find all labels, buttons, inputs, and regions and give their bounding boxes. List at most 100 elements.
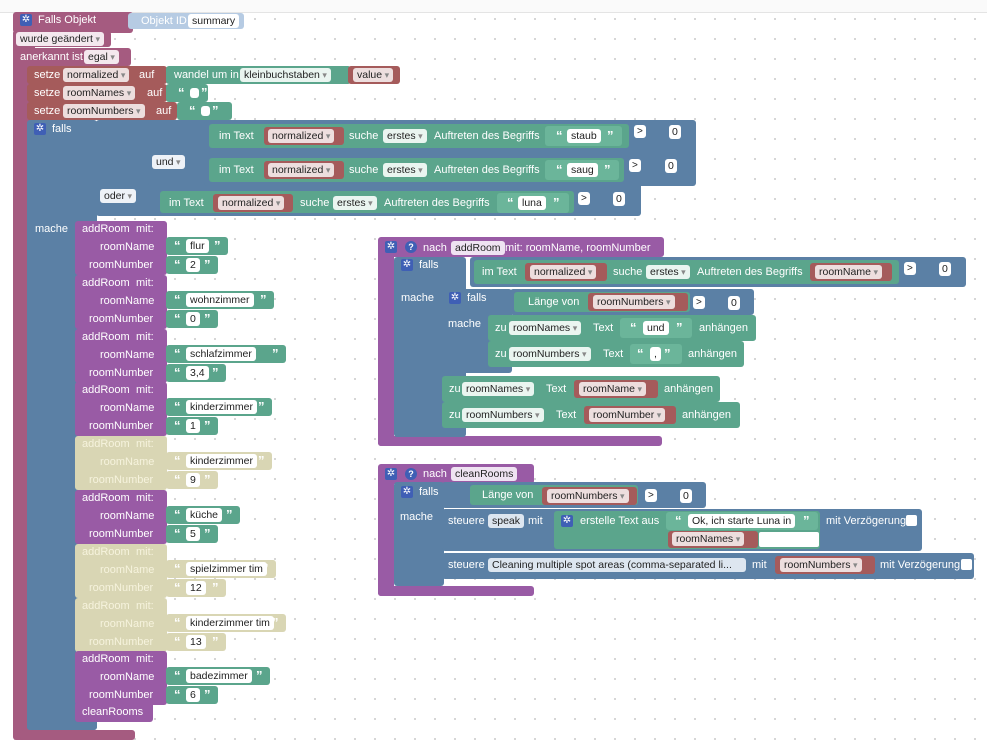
setze-label: setze xyxy=(34,105,61,117)
mit-label: mit xyxy=(528,515,543,527)
room-number-text[interactable]: 5 xyxy=(186,527,200,541)
gear-icon[interactable]: ✲ xyxy=(20,14,32,26)
suche-label: suche xyxy=(349,130,379,142)
cleaning-state-field[interactable]: Cleaning multiple spot areas (comma-sepa… xyxy=(488,558,746,572)
room-number-text[interactable]: 9 xyxy=(186,473,200,488)
room-number-text[interactable]: 2 xyxy=(186,258,200,272)
text-saug[interactable]: saug xyxy=(567,163,598,177)
mache-label: mache xyxy=(448,318,482,330)
room-name-text[interactable]: flur xyxy=(186,239,209,253)
room-name-text[interactable]: spielzimmer tim xyxy=(186,561,267,576)
room-number-text[interactable]: 13 xyxy=(186,634,206,649)
text-staub[interactable]: staub xyxy=(567,129,601,143)
roomnumbers-dropdown[interactable]: roomNumbers xyxy=(547,489,629,503)
nach-label: nach xyxy=(423,242,447,254)
normalized-dropdown[interactable]: normalized xyxy=(268,163,335,177)
delay-checkbox[interactable] xyxy=(961,559,972,570)
compare-op-dropdown[interactable]: > xyxy=(904,262,916,275)
objekt-id-value[interactable]: summary xyxy=(188,14,240,28)
roomnames-dropdown[interactable]: roomNames xyxy=(672,532,745,546)
room-name-text[interactable]: badezimmer xyxy=(186,669,252,684)
help-icon[interactable]: ? xyxy=(405,241,417,253)
room-name-text[interactable]: kinderzimmer xyxy=(186,400,258,415)
roomname-dropdown[interactable]: roomName xyxy=(579,382,646,396)
function-name-field[interactable]: cleanRooms xyxy=(451,467,518,481)
room-name-text[interactable]: wohnzimmer xyxy=(186,292,254,307)
roomnumber-param-label: roomNumber xyxy=(89,689,154,702)
room-name-text[interactable]: schlafzimmer xyxy=(186,346,256,361)
normalized-dropdown[interactable]: normalized xyxy=(530,265,597,279)
compare-op-dropdown[interactable]: > xyxy=(629,159,641,172)
erstelle-label: erstelle Text aus xyxy=(580,515,660,527)
num-zero[interactable]: 0 xyxy=(665,159,677,173)
text-ok-start[interactable]: Ok, ich starte Luna in xyxy=(688,514,796,528)
gear-icon[interactable]: ✲ xyxy=(385,468,397,480)
gear-icon[interactable]: ✲ xyxy=(385,241,397,253)
roomnumbers-dropdown[interactable]: roomNumbers xyxy=(509,347,591,361)
auf-label: auf xyxy=(156,105,172,117)
roomnames-dropdown[interactable]: roomNames xyxy=(509,321,582,335)
erstes-dropdown[interactable]: erstes xyxy=(646,265,690,279)
num-zero[interactable]: 0 xyxy=(669,125,681,139)
roomname-param-label: roomName xyxy=(100,402,155,415)
erstes-dropdown[interactable]: erstes xyxy=(383,129,427,143)
roomnumber-param-label: roomNumber xyxy=(89,420,154,433)
roomname-param-label: roomName xyxy=(100,456,155,469)
addroom-label: addRoom xyxy=(82,223,130,235)
roomnumber-param-label: roomNumber xyxy=(89,635,154,648)
roomnumbers-dropdown[interactable]: roomNumbers xyxy=(593,295,675,309)
gear-icon[interactable]: ✲ xyxy=(401,259,413,271)
compare-op-dropdown[interactable]: > xyxy=(578,192,590,205)
room-name-text[interactable]: kinderzimmer xyxy=(186,454,258,469)
room-number-text[interactable]: 3,4 xyxy=(186,365,209,380)
roomnames-var-dropdown[interactable]: roomNames xyxy=(63,86,136,100)
normalized-dropdown[interactable]: normalized xyxy=(218,196,285,210)
help-icon[interactable]: ? xyxy=(405,468,417,480)
erstes-dropdown[interactable]: erstes xyxy=(333,196,377,210)
room-number-text[interactable]: 0 xyxy=(186,311,200,326)
compare-op-dropdown[interactable]: > xyxy=(634,125,646,138)
gear-icon[interactable]: ✲ xyxy=(449,292,461,304)
roomnumbers-var-dropdown[interactable]: roomNumbers xyxy=(63,104,145,118)
gear-icon[interactable]: ✲ xyxy=(401,486,413,498)
num-zero[interactable]: 0 xyxy=(939,262,951,276)
auftreten-label: Auftreten des Begriffs xyxy=(434,164,540,176)
num-zero[interactable]: 0 xyxy=(728,296,740,310)
case-dropdown[interactable]: kleinbuchstaben xyxy=(240,68,331,82)
laenge-label: Länge von xyxy=(482,489,534,501)
oder-dropdown[interactable]: oder xyxy=(100,189,137,203)
speak-field[interactable]: speak xyxy=(488,514,525,528)
room-number-text[interactable]: 12 xyxy=(186,580,206,595)
roomnames-dropdown[interactable]: roomNames xyxy=(462,382,535,396)
roomname-param-label: roomName xyxy=(100,348,155,361)
room-number-text[interactable]: 6 xyxy=(186,688,200,703)
compare-op-dropdown[interactable]: > xyxy=(645,489,657,502)
compare-op-dropdown[interactable]: > xyxy=(693,296,705,309)
text-und[interactable]: und xyxy=(643,321,669,335)
roomnumbers-dropdown[interactable]: roomNumbers xyxy=(780,558,862,572)
normalized-var-dropdown[interactable]: normalized xyxy=(63,68,130,82)
anhaengen-label: anhängen xyxy=(682,409,731,421)
value-var-dropdown[interactable]: value xyxy=(353,68,394,82)
room-number-text[interactable]: 1 xyxy=(186,419,200,434)
delay-checkbox[interactable] xyxy=(906,515,917,526)
roomname-dropdown[interactable]: roomName xyxy=(815,265,882,279)
mit-label: mit: xyxy=(136,599,154,612)
und-dropdown[interactable]: und xyxy=(152,155,185,169)
anhaengen-label: anhängen xyxy=(664,383,713,395)
roomnumbers-dropdown[interactable]: roomNumbers xyxy=(462,408,544,422)
erstes-dropdown[interactable]: erstes xyxy=(383,163,427,177)
room-name-text[interactable]: kinderzimmer tim xyxy=(186,615,274,630)
roomnumber-dropdown[interactable]: roomNumber xyxy=(589,408,666,422)
normalized-dropdown[interactable]: normalized xyxy=(268,129,335,143)
text-luna[interactable]: luna xyxy=(518,196,546,210)
change-dropdown[interactable]: wurde geändert xyxy=(16,32,104,46)
num-zero[interactable]: 0 xyxy=(680,489,692,503)
text-comma[interactable]: , xyxy=(650,347,661,361)
anerkannt-dropdown[interactable]: egal xyxy=(84,50,119,64)
gear-icon[interactable]: ✲ xyxy=(561,515,573,527)
gear-icon[interactable]: ✲ xyxy=(34,123,46,135)
function-name-field[interactable]: addRoom xyxy=(451,241,505,255)
room-name-text[interactable]: küche xyxy=(186,508,223,522)
num-zero[interactable]: 0 xyxy=(613,192,625,206)
